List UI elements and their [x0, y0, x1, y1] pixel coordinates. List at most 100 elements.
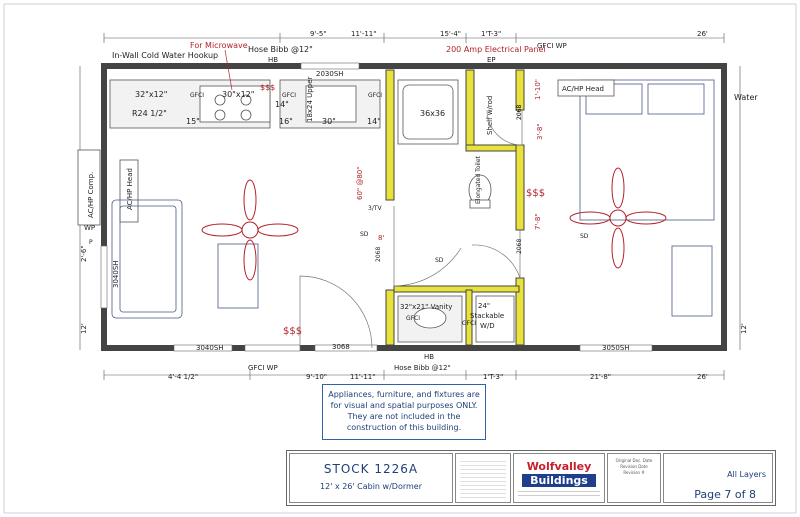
- w14b-label: 14": [367, 117, 381, 126]
- interior-walls: [385, 69, 525, 346]
- dim-right-12: 12': [740, 323, 748, 334]
- tv-label: 3/TV: [368, 205, 383, 212]
- stock-title: STOCK 1226A: [323, 462, 419, 476]
- window-bottom1: 3040SH: [196, 344, 224, 352]
- logo-bottom: Buildings: [522, 474, 596, 487]
- chair: [217, 243, 259, 309]
- dim-1-10: 1'-10": [534, 79, 542, 100]
- ceiling-fan-bedroom: [569, 167, 667, 269]
- note-line-1: Appliances, furniture, and fixtures are: [328, 390, 480, 399]
- dim-bot-mid4: 21'-8": [590, 373, 611, 381]
- bed: [579, 79, 715, 221]
- note-line-4: construction of this building.: [346, 423, 462, 432]
- note-line-3: They are not included in the: [347, 412, 461, 421]
- door-2068b: 2068: [375, 247, 382, 262]
- gfci-2: GFCI: [282, 92, 296, 99]
- dim-left-12: 12': [80, 323, 88, 334]
- door-front-label: 3068: [332, 343, 350, 351]
- wd-label: W/D: [480, 322, 495, 330]
- ac-head-left: AC/HP Head: [126, 168, 134, 210]
- couch: [111, 199, 183, 319]
- gfci-wp-bottom: GFCI WP: [248, 364, 278, 372]
- window-left-label: 3040SH: [112, 260, 120, 288]
- r24-label: R24 1/2": [132, 109, 167, 118]
- sd-1: SD: [360, 231, 369, 238]
- money-2: $$$: [526, 188, 545, 199]
- sd-2: SD: [435, 257, 444, 264]
- title-block: STOCK 1226A 12' x 26' Cabin w/Dormer Wol…: [286, 450, 776, 506]
- gfci-1: GFCI: [190, 92, 204, 99]
- dresser: [671, 245, 713, 317]
- ac-comp-label: AC/HP Comp.: [87, 172, 95, 218]
- toilet-label: Elongated Toilet: [475, 155, 482, 204]
- dim-bot-mid3: 1'T-3": [483, 373, 503, 381]
- w15-label: 15": [186, 117, 200, 126]
- window-top-label: 2030SH: [316, 70, 344, 78]
- note-line-2: for visual and spatial purposes ONLY.: [330, 401, 478, 410]
- door-2068c: 2068: [516, 239, 523, 254]
- gfci-3: GFCI: [368, 92, 382, 99]
- page-number: Page 7 of 8: [694, 488, 756, 501]
- ac-head-bed: AC/HP Head: [562, 85, 604, 93]
- title-cell: STOCK 1226A 12' x 26' Cabin w/Dormer: [289, 453, 453, 503]
- dim-7-8: 7'-8": [534, 213, 542, 230]
- microwave-label: For Microwave: [190, 41, 248, 50]
- cold-water-label: In-Wall Cold Water Hookup: [112, 51, 218, 60]
- kitchen-counter: [109, 79, 381, 129]
- stock-desc: 12' x 26' Cabin w/Dormer: [320, 482, 422, 491]
- window-bottom2: 3050SH: [602, 344, 630, 352]
- toilet: [468, 174, 492, 209]
- dim-bot-right: 26': [697, 373, 708, 381]
- water-label: Water: [734, 93, 758, 102]
- stack-24: 24": [478, 302, 490, 310]
- disclaimer-note: Appliances, furniture, and fixtures are …: [322, 384, 486, 440]
- money-3: $$$: [260, 83, 275, 92]
- ceiling-fan-living: [201, 179, 299, 281]
- panel-label: 200 Amp Electrical Panel: [446, 45, 546, 54]
- dim-bot-mid1: 9'-10": [306, 373, 327, 381]
- w14a-label: 14": [275, 100, 289, 109]
- dim-bot-left: 4'-4 1/2": [168, 373, 198, 381]
- gfci-wp-top-label: GFCI WP: [537, 42, 567, 50]
- gfci-wd: GFCI: [462, 320, 476, 327]
- top-dimensions: [103, 33, 725, 43]
- bottom-dimensions: [103, 370, 725, 380]
- hose-bibb-bottom: Hose Bibb @12": [394, 364, 451, 372]
- dim-3-8: 3'-8": [536, 123, 544, 140]
- stack-label: Stackable: [470, 312, 504, 320]
- dim-top-left: 9'-5": [310, 30, 327, 38]
- dim-top-mid1: 11'-11": [351, 30, 376, 38]
- door-swings: [299, 109, 523, 349]
- dim-top-mid2: 15'-4": [440, 30, 461, 38]
- fan-label: 60" @80": [356, 167, 364, 200]
- gfci-vanity: GFCI: [406, 315, 420, 322]
- logo-fine-print: [518, 488, 600, 498]
- cabinet-label-1: 32"x12": [135, 90, 167, 99]
- page-cell: All Layers Page 7 of 8: [663, 453, 773, 503]
- dim-top-mid3: 1'T-3": [481, 30, 501, 38]
- w30-label: 30": [322, 117, 336, 126]
- fridge-label: 18x24 Upper: [306, 77, 314, 122]
- vanity-label: 32"x21" Vanity: [400, 303, 452, 311]
- cabinet-label-2: 30"x12": [222, 90, 254, 99]
- hb-bottom: HB: [424, 353, 434, 361]
- dim-top-right: 26': [697, 30, 708, 38]
- money-1: $$$: [283, 326, 302, 337]
- dim-bot-mid2: 11'-11": [350, 373, 375, 381]
- fine-print-cell: [455, 453, 511, 503]
- shower: [397, 79, 459, 145]
- exterior-walls: [100, 62, 727, 352]
- layers-label: All Layers: [727, 470, 766, 479]
- logo-top: Wolfvalley: [526, 460, 592, 473]
- w16-label: 16": [279, 117, 293, 126]
- logo-cell: Wolfvalley Buildings: [513, 453, 605, 503]
- ep-label: EP: [487, 56, 496, 64]
- wp-left: WP: [84, 224, 95, 232]
- hose-bibb-top-label: Hose Bibb @12": [248, 45, 313, 54]
- dim-8: 8': [378, 234, 384, 242]
- dates-cell: Original Doc. Date Revision Date Revisio…: [607, 453, 661, 503]
- door-2068a: 2068: [516, 105, 523, 120]
- fine-print: [460, 458, 506, 498]
- shelf-label: Shelf w/rod: [486, 96, 494, 135]
